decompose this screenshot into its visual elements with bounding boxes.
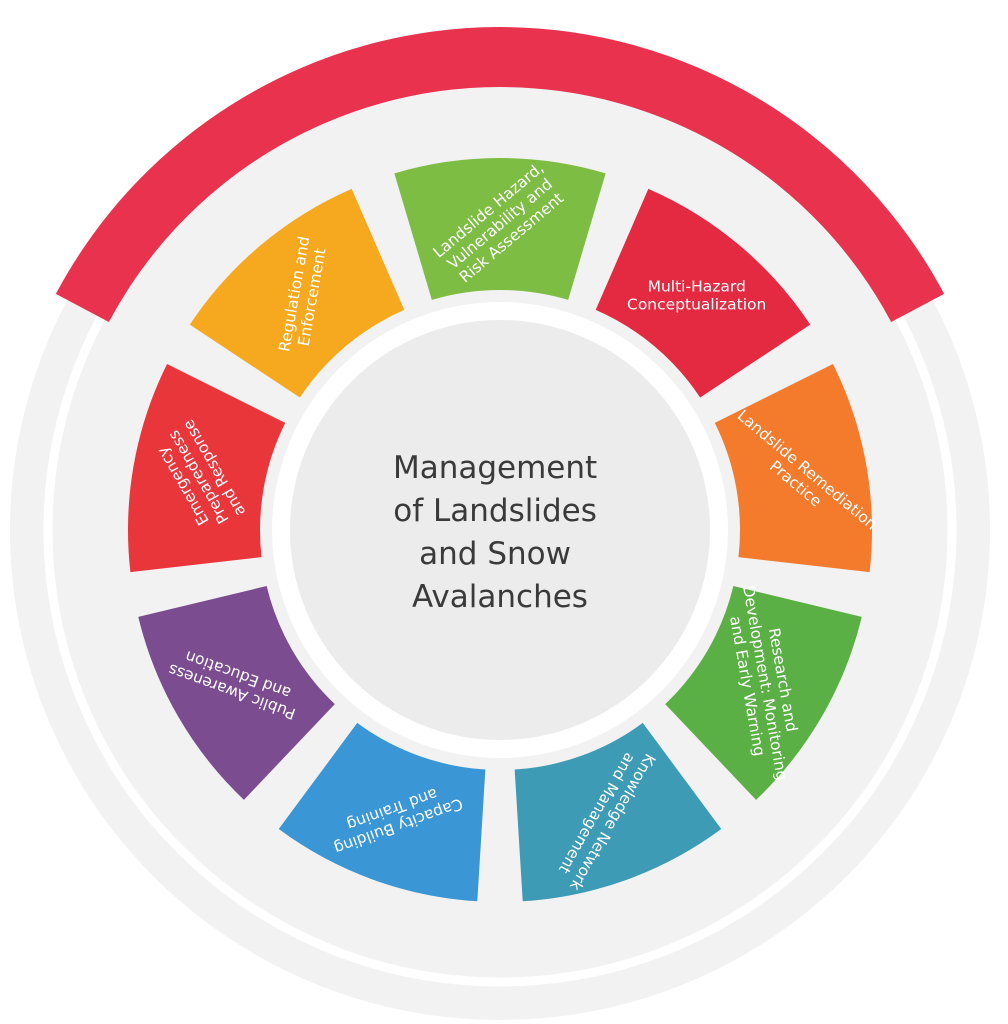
segment-shape (189, 188, 405, 398)
segment: Research andDevelopment: Monitoringand E… (665, 584, 862, 800)
segment-label-line: Multi-Hazard (648, 278, 746, 296)
segment: Landslide RemediationPractice (714, 364, 880, 573)
segment-shape (714, 364, 872, 573)
center-title-line: Management (393, 450, 597, 486)
center-circle (290, 320, 710, 740)
segment: Regulation andEnforcement (189, 188, 405, 398)
center-title-line: Avalanches (412, 579, 588, 615)
segment-label-line: Conceptualization (627, 296, 766, 314)
segment: Capacity Buildingand Training (278, 722, 486, 902)
segment-shape (138, 586, 335, 800)
segment-shape (595, 188, 811, 398)
center-title: Management of Landslides and Snow Avalan… (393, 450, 607, 615)
segments: Landslide Hazard,Vulnerability andRisk A… (128, 158, 880, 902)
segment-shape (128, 364, 286, 573)
segment-shape (394, 158, 606, 300)
segment: EmergencyPreparednessand Response (128, 364, 286, 573)
title-banner (55, 27, 945, 323)
center-title-line: and Snow (419, 536, 571, 572)
segment: Landslide Hazard,Vulnerability andRisk A… (394, 158, 606, 300)
segment-shape (278, 722, 486, 902)
center-title-line: of Landslides (393, 493, 597, 529)
segment: Public Awarenessand Education (138, 586, 335, 800)
segment: Knowledge Networkand Management (514, 722, 722, 902)
segment-shape (514, 722, 722, 902)
segment-shape (665, 586, 862, 800)
